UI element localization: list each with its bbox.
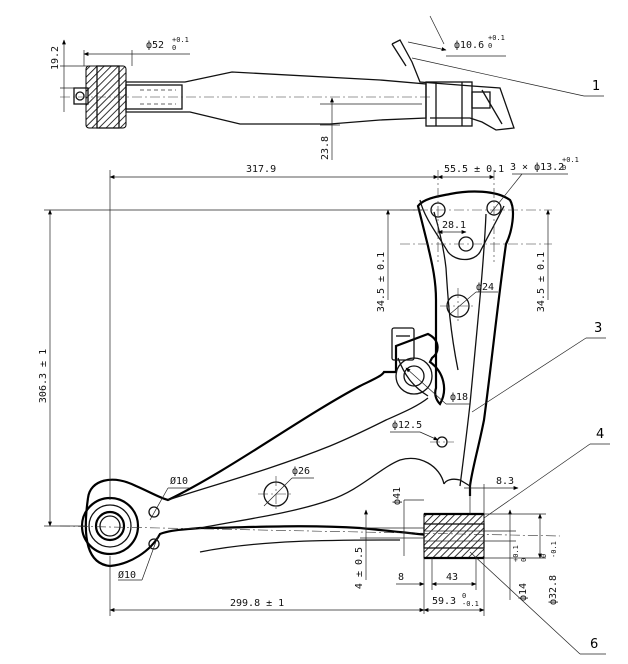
dim-55-5: 55.5 ± 0.1 [444,164,504,175]
svg-text:+0.1: +0.1 [512,545,520,562]
svg-text:0: 0 [562,164,566,172]
dim-phi14: ф14 [517,583,529,601]
dim-phi41: ф41 [391,487,403,505]
dim-306-3: 306.3 ± 1 [38,349,49,403]
dim-3x-phi13-2: 3 × ф13.2 [510,161,564,173]
dim-phi10-6: ф10.6 [454,39,484,51]
svg-text:0: 0 [172,44,176,52]
dim-8: 8 [398,572,404,583]
top-view: 19.2 ф52 +0.1 0 ф10.6 +0.1 0 23.8 1 [50,15,604,160]
dim-23-8: 23.8 [320,136,331,160]
svg-text:0: 0 [488,42,492,50]
svg-text:0: 0 [520,558,528,562]
dim-phi12-5: ф12.5 [392,419,422,431]
svg-text:0: 0 [462,592,466,600]
dim-19-2: 19.2 [50,46,61,70]
callout-1: 1 [592,79,600,94]
svg-text:-0.1: -0.1 [550,541,558,558]
dim-phi26: ф26 [292,465,310,477]
rear-bushing-section [423,513,485,559]
callout-6: 6 [590,637,598,652]
svg-text:+0.1: +0.1 [562,156,579,164]
front-bushing-outer [80,496,140,556]
dim-o10-bottom: Ø10 [118,569,136,581]
callout-4: 4 [596,427,604,442]
ball-joint-outer [395,357,433,395]
arm-outline [86,190,515,502]
dim-phi18: ф18 [450,391,468,403]
dim-317-9: 317.9 [246,164,276,175]
dim-59-3: 59.3 [432,596,456,607]
dim-34-5-right: 34.5 ± 0.1 [536,252,547,312]
dim-299-8: 299.8 ± 1 [230,598,284,609]
svg-text:+0.1: +0.1 [488,34,505,42]
ball-joint-inner [403,365,425,387]
svg-text:+0.1: +0.1 [172,36,189,44]
dim-o10-top: Ø10 [170,475,188,487]
dim-4-0-5: 4 ± 0.5 [354,547,365,589]
dim-8-3: 8.3 [496,476,514,487]
plan-view: 317.9 55.5 ± 0.1 3 × ф13.2 +0.1 0 28.1 3… [38,156,610,655]
svg-text:0: 0 [540,554,548,558]
hole-o10-top [148,506,160,518]
dim-34-5-left: 34.5 ± 0.1 [376,252,387,312]
top-bracket-tab [391,39,515,131]
svg-text:-0.1: -0.1 [462,600,479,608]
dim-28-1: 28.1 [442,220,466,231]
top-arm-body [125,71,427,125]
dim-43: 43 [446,572,458,583]
dim-phi32-8: ф32.8 [547,575,559,605]
dim-phi24: ф24 [476,281,494,293]
callout-3: 3 [594,321,602,336]
hole-o10-bottom [148,538,160,550]
dim-phi52: ф52 [146,39,164,51]
